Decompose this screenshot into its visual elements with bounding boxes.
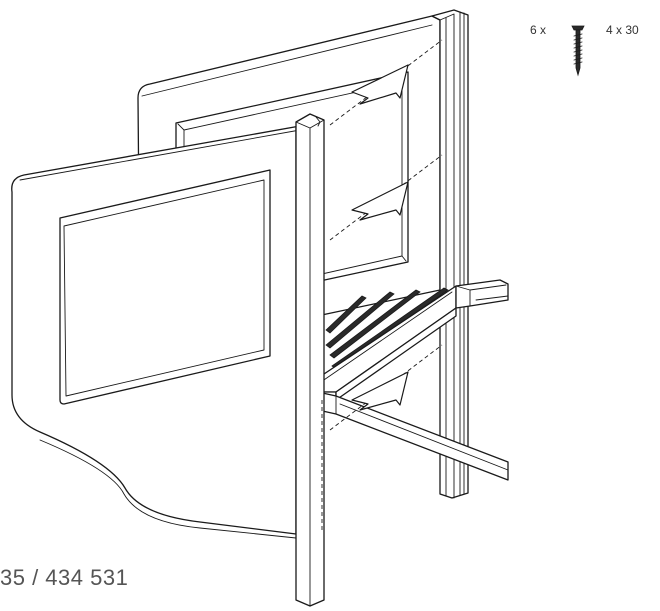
assembly-arrows — [351, 64, 409, 411]
screw-quantity: 6 x — [530, 23, 547, 37]
bottom-frame — [317, 279, 509, 481]
screw-size: 4 x 30 — [606, 23, 639, 37]
screw-icon — [571, 25, 585, 77]
back-post — [431, 9, 469, 499]
front-post — [295, 113, 325, 607]
front-side-panel — [11, 125, 301, 539]
part-number: 35 / 434 531 — [0, 565, 129, 590]
